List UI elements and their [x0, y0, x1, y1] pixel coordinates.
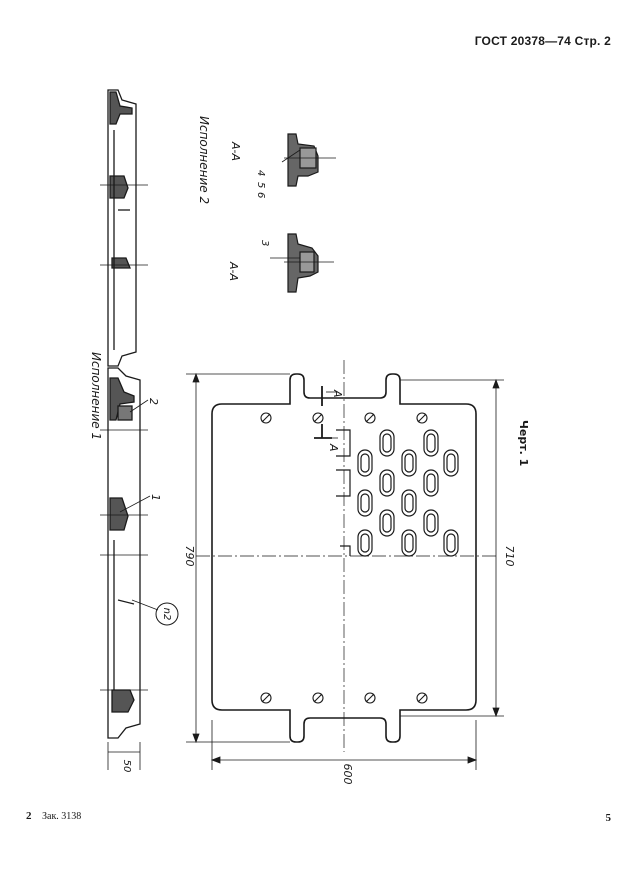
callout-6: 6: [255, 192, 266, 198]
page-header: ГОСТ 20378—74 Стр. 2: [475, 34, 611, 48]
dimension-length: 790: [183, 546, 196, 567]
section-aa-label-1: А-А: [227, 261, 240, 281]
dimension-thickness: 50: [121, 760, 132, 773]
figure-caption: Черт. 1: [517, 420, 530, 466]
dimension-inner-length: 710: [503, 546, 516, 567]
standard-number: ГОСТ 20378—74: [474, 34, 572, 48]
variant-1-label: Исполнение 1: [89, 352, 103, 440]
callout-5: 5: [255, 182, 266, 188]
footer-left: 2 Зак. 3138: [26, 810, 81, 822]
page-label: Стр. 2: [574, 34, 611, 48]
footer-page-right: 5: [605, 812, 612, 824]
callout-3: 3: [259, 240, 270, 246]
section-mark-a-top: А: [331, 389, 344, 398]
callout-4: 4: [255, 170, 266, 176]
variant-2-label: Исполнение 2: [197, 116, 211, 204]
section-detail-variant-2: [281, 133, 336, 187]
footer-page-left: 2: [26, 810, 32, 822]
callout-1: 1: [149, 494, 162, 501]
callout-2: 2: [147, 398, 160, 405]
section-mark-a-bottom: А: [327, 443, 340, 452]
holes-callout: n2: [161, 608, 172, 621]
plate-plan-view: [186, 360, 504, 770]
footer-order-number: Зак. 3138: [42, 811, 82, 822]
side-profile: [100, 89, 179, 770]
section-aa-label-2: А-А: [229, 141, 242, 161]
section-detail-variant-1: [270, 233, 334, 293]
dimension-width: 600: [341, 764, 354, 785]
